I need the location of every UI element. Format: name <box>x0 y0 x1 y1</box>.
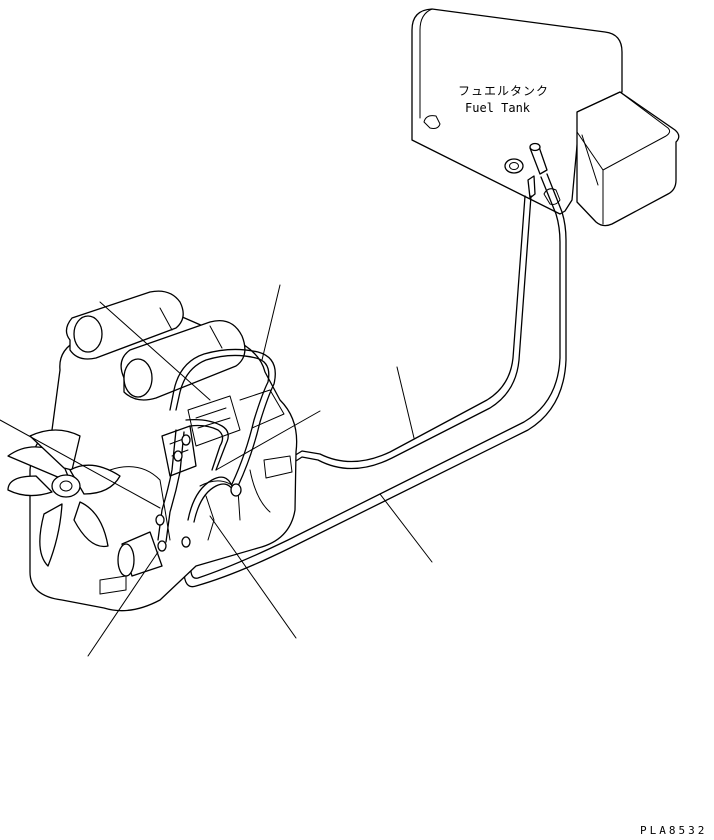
fuel-tank: フュエルタンク Fuel Tank <box>411 8 680 227</box>
leader-line-4 <box>215 410 321 471</box>
leader-line-5 <box>396 366 415 439</box>
leader-line-8 <box>209 515 297 639</box>
leader-line-6 <box>379 493 433 563</box>
leader-lines <box>0 284 433 657</box>
fuel-pipes <box>183 173 567 588</box>
leader-line-1 <box>99 301 211 401</box>
drawing-code: PLA8532 <box>640 824 707 837</box>
fuel-tank-label-en: Fuel Tank <box>465 101 531 115</box>
engine-hoses <box>155 348 276 552</box>
leader-line-7 <box>87 551 159 657</box>
leader-line-3 <box>0 419 161 509</box>
leader-line-2 <box>261 284 281 361</box>
fuel-tank-label-ja: フュエルタンク <box>458 84 549 98</box>
